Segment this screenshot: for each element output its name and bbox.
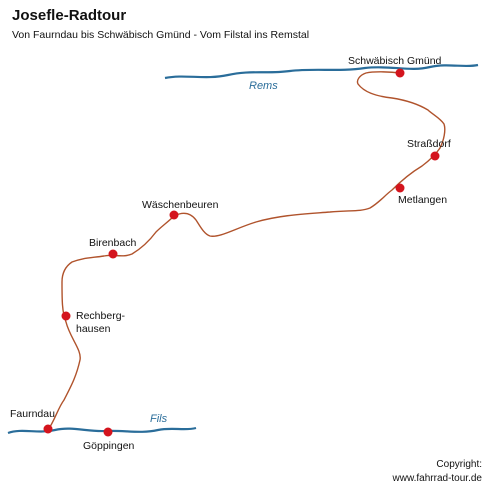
copyright-site: www.fahrrad-tour.de — [392, 473, 483, 484]
label-metlangen: Metlangen — [398, 194, 447, 206]
river-label-fils: Fils — [150, 413, 168, 425]
label-rechberghausen-line1: Rechberg- — [76, 310, 126, 322]
copyright: Copyright: www.fahrrad-tour.de — [393, 458, 483, 486]
marker-goeppingen — [103, 427, 113, 437]
river-fils — [7, 426, 197, 435]
marker-strassdorf — [430, 151, 440, 161]
label-strassdorf: Straßdorf — [407, 138, 451, 150]
label-schwaebisch-gmuend: Schwäbisch Gmünd — [348, 55, 442, 67]
marker-schwaebisch-gmuend — [395, 68, 405, 78]
bike-route — [47, 71, 446, 431]
marker-birenbach — [108, 249, 118, 259]
label-birenbach: Birenbach — [89, 237, 136, 249]
label-waeschenbeuren: Wäschenbeuren — [142, 199, 219, 211]
page-subtitle: Von Faurndau bis Schwäbisch Gmünd - Vom … — [12, 29, 310, 41]
marker-waeschenbeuren — [169, 210, 179, 220]
label-rechberghausen-line2: hausen — [76, 323, 111, 335]
label-faurndau: Faurndau — [10, 408, 55, 420]
marker-faurndau — [43, 424, 53, 434]
label-goeppingen: Göppingen — [83, 440, 135, 452]
river-label-rems: Rems — [249, 80, 278, 92]
marker-metlangen — [395, 183, 405, 193]
page-title: Josefle-Radtour — [12, 7, 127, 24]
copyright-label: Copyright: — [436, 459, 482, 470]
river-rems — [164, 63, 479, 80]
marker-rechberghausen — [61, 311, 71, 321]
